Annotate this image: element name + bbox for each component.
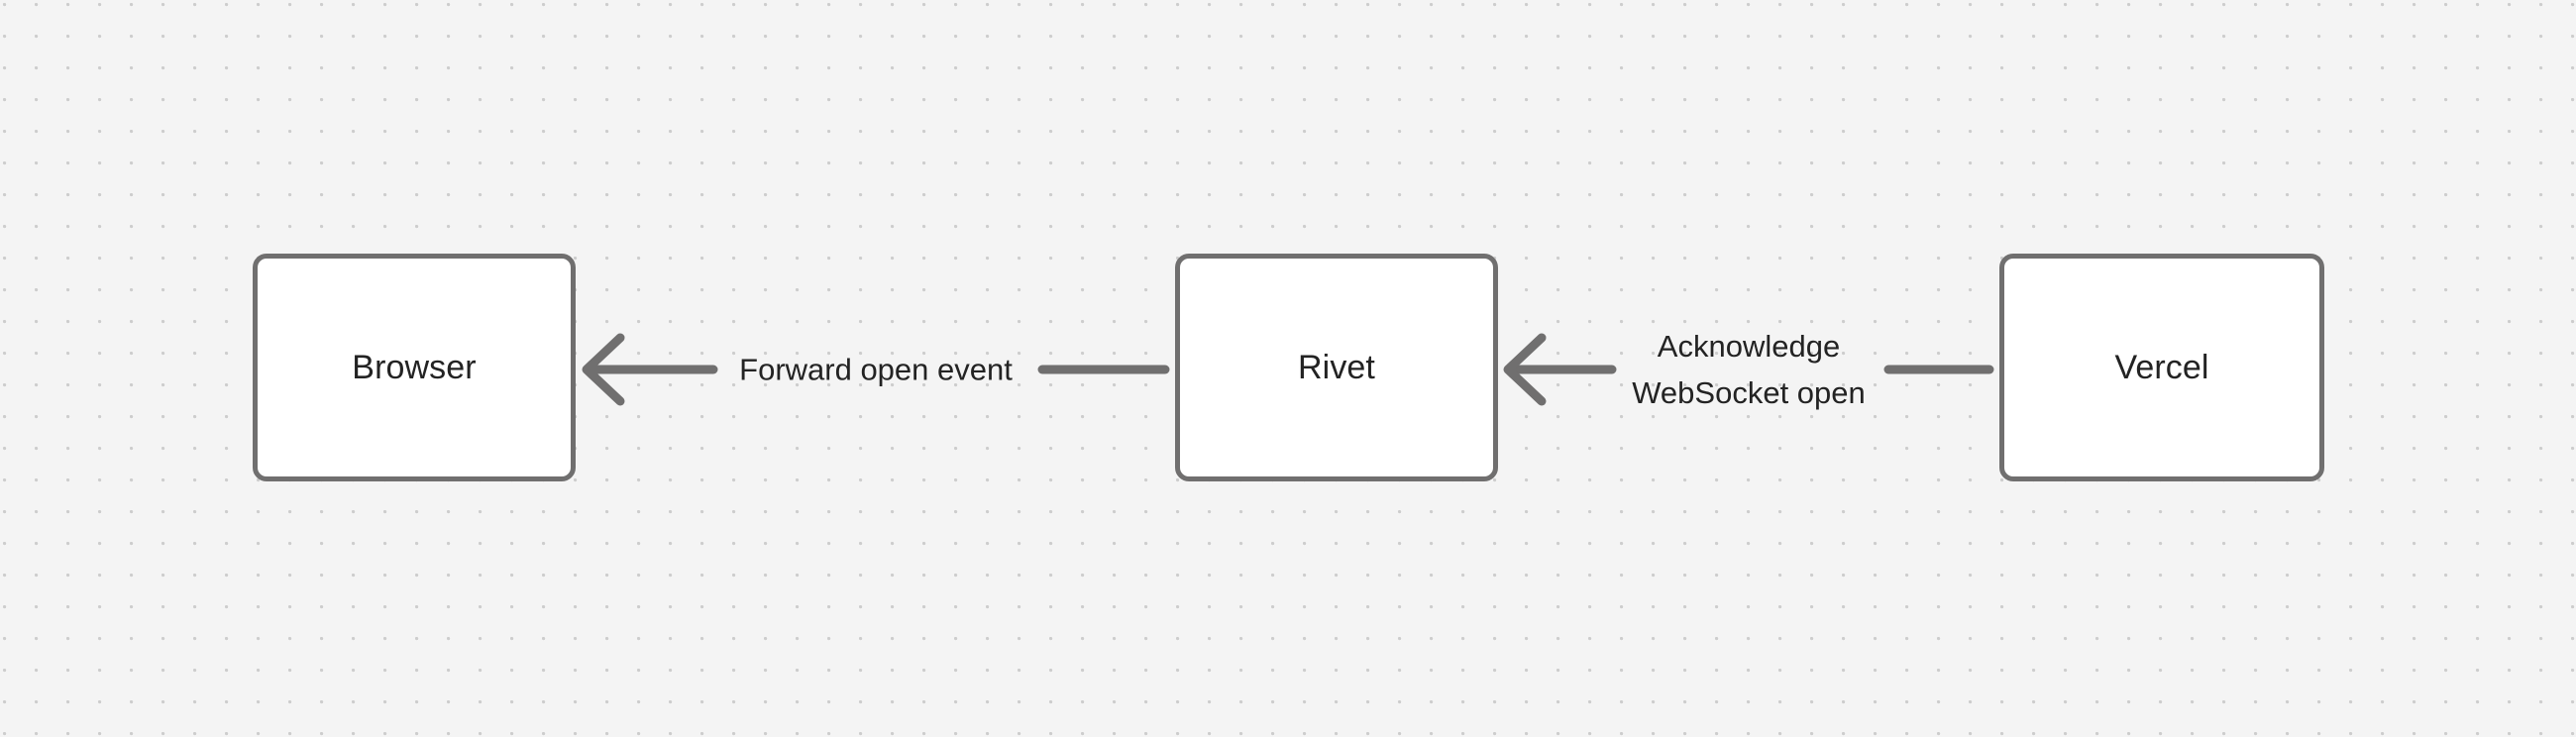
node-rivet[interactable]: Rivet bbox=[1175, 254, 1498, 481]
edge-label-acknowledge-websocket-open: Acknowledge WebSocket open bbox=[1632, 323, 1866, 416]
edge-label-line: WebSocket open bbox=[1632, 375, 1866, 410]
arrowhead-left-icon bbox=[1503, 333, 1547, 406]
node-vercel[interactable]: Vercel bbox=[1999, 254, 2324, 481]
edge-label-line: Forward open event bbox=[739, 352, 1013, 387]
node-browser[interactable]: Browser bbox=[253, 254, 576, 481]
edge-label-forward-open-event: Forward open event bbox=[739, 347, 1013, 393]
node-label: Browser bbox=[352, 348, 477, 386]
edge-vercel-to-rivet[interactable] bbox=[1503, 333, 1994, 406]
node-label: Rivet bbox=[1298, 348, 1375, 386]
arrowhead-left-icon bbox=[582, 333, 625, 406]
node-label: Vercel bbox=[2114, 348, 2209, 386]
edge-label-line: Acknowledge bbox=[1657, 329, 1841, 364]
edge-rivet-to-browser[interactable] bbox=[582, 333, 1170, 406]
